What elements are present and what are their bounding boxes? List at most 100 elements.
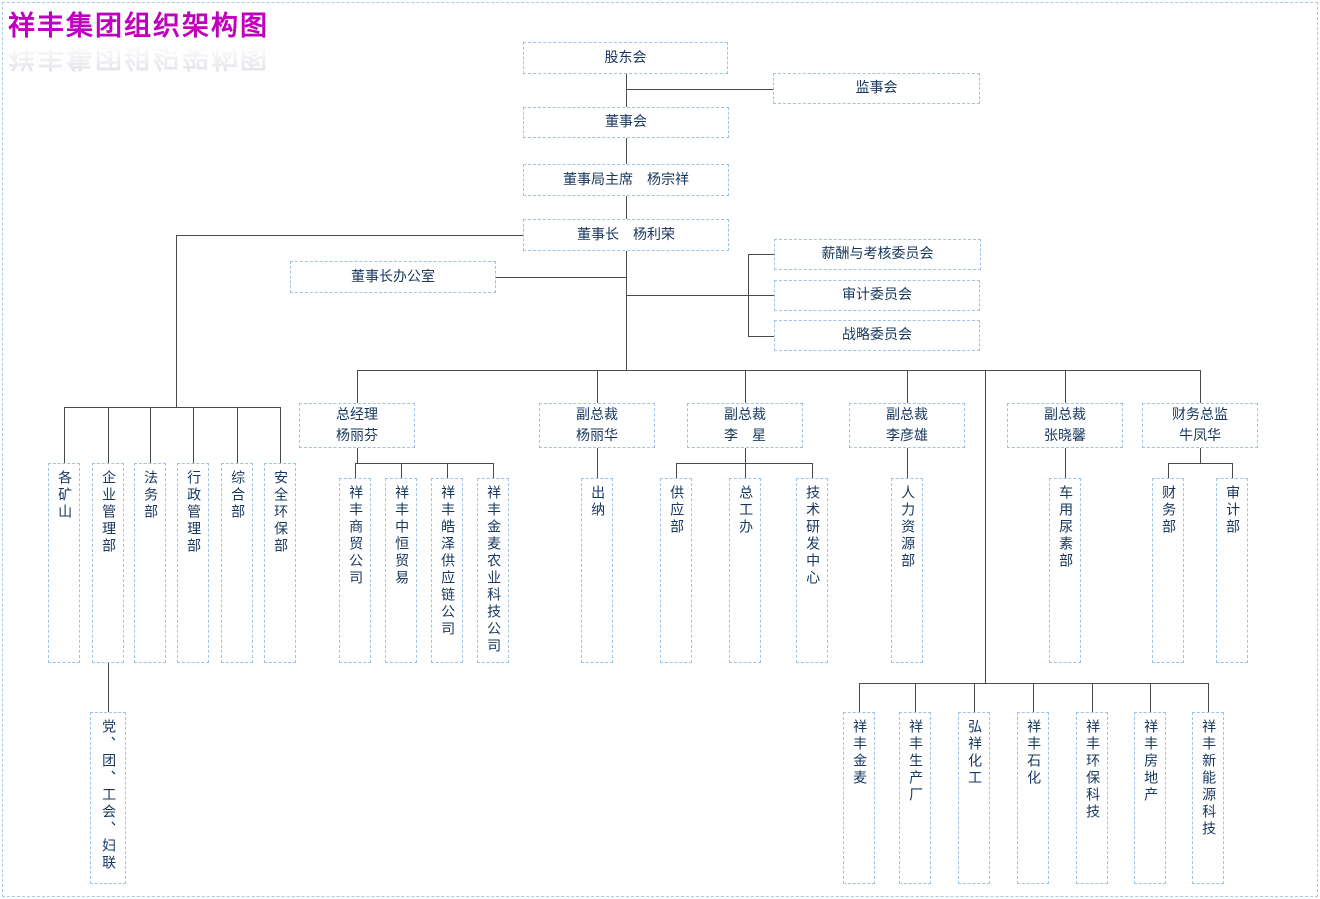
connector-line — [150, 407, 151, 463]
vbox-label: 各矿山 — [56, 470, 73, 521]
node-supervisory-board: 监事会 — [773, 73, 980, 104]
vbox-label: 祥丰石化 — [1025, 719, 1042, 787]
vbox-label: 法务部 — [142, 470, 159, 521]
vbox-label: 人力资源部 — [899, 485, 916, 570]
node-company-shangmao: 祥丰商贸公司 — [339, 478, 371, 663]
connector-line — [357, 370, 358, 403]
vbox-label: 安全环保部 — [272, 470, 289, 555]
node-company-jinmai-agri: 祥丰金麦农业科技公司 — [477, 478, 509, 663]
vbox-label: 审计部 — [1224, 485, 1241, 536]
connector-line — [626, 74, 627, 107]
node-chairman-office: 董事长办公室 — [290, 261, 496, 293]
connector-line — [626, 196, 627, 219]
vbox-label: 祥丰生产厂 — [907, 719, 924, 804]
exec-name: 张晓馨 — [1044, 427, 1086, 444]
connector-line — [676, 463, 677, 478]
node-dept-legal: 法务部 — [134, 463, 166, 663]
vbox-label: 出纳 — [589, 485, 606, 519]
connector-line — [812, 463, 813, 478]
connector-line — [974, 683, 975, 712]
vbox-label: 祥丰中恒贸易 — [393, 485, 410, 587]
connector-line — [1150, 683, 1151, 712]
node-dept-supply: 供应部 — [660, 478, 692, 663]
node-dept-audit: 审计部 — [1216, 478, 1248, 663]
node-exec-vp-liyanxiong: 副总裁 李彦雄 — [849, 403, 965, 448]
connector-line — [1168, 463, 1169, 478]
exec-name: 牛凤华 — [1179, 427, 1221, 444]
node-board-chairman: 董事局主席 杨宗祥 — [523, 164, 729, 196]
vbox-label: 企业管理部 — [100, 470, 117, 555]
connector-line — [237, 407, 238, 463]
vbox-label: 行政管理部 — [185, 470, 202, 555]
connector-line — [676, 463, 812, 464]
exec-name: 杨丽芬 — [336, 427, 378, 444]
node-committee-strategy: 战略委员会 — [774, 320, 980, 351]
connector-line — [748, 254, 774, 255]
node-exec-vp-zhangxiaoxin: 副总裁 张晓馨 — [1007, 403, 1123, 448]
connector-line — [985, 370, 986, 683]
node-exec-vp-yanglihua: 副总裁 杨丽华 — [539, 403, 655, 448]
vbox-label: 供应部 — [668, 485, 685, 536]
connector-line — [493, 463, 494, 478]
node-exec-cfo: 财务总监 牛凤华 — [1142, 403, 1258, 448]
node-party-org: 党、团、工会、妇联 — [90, 712, 126, 884]
vbox-label: 技术研发中心 — [804, 485, 821, 587]
vbox-label: 车用尿素部 — [1057, 485, 1074, 570]
connector-line — [280, 407, 281, 463]
vbox-label: 财务部 — [1160, 485, 1177, 536]
exec-title: 副总裁 — [576, 406, 618, 423]
connector-line — [1065, 370, 1066, 403]
vbox-label: 祥丰金麦 — [851, 719, 868, 787]
node-company-zhongheng: 祥丰中恒贸易 — [385, 478, 417, 663]
connector-line — [748, 254, 749, 336]
node-dept-safety-env: 安全环保部 — [264, 463, 296, 663]
node-dept-general: 综合部 — [221, 463, 253, 663]
exec-title: 副总裁 — [724, 406, 766, 423]
connector-line — [597, 370, 598, 403]
vbox-label: 祥丰新能源科技 — [1200, 719, 1217, 838]
connector-line — [355, 463, 493, 464]
connector-line — [64, 407, 281, 408]
connector-line — [745, 448, 746, 463]
vbox-label: 总工办 — [737, 485, 754, 536]
connector-line — [597, 448, 598, 478]
node-dept-cashier: 出纳 — [581, 478, 613, 663]
node-sub-shengchanchang: 祥丰生产厂 — [899, 712, 931, 884]
node-sub-xinnengyuan: 祥丰新能源科技 — [1192, 712, 1224, 884]
connector-line — [748, 336, 774, 337]
exec-title: 副总裁 — [1044, 406, 1086, 423]
connector-line — [626, 138, 627, 164]
connector-line — [64, 407, 65, 463]
connector-line — [447, 463, 448, 478]
node-dept-hr: 人力资源部 — [891, 478, 923, 663]
node-dept-chief-engineer: 总工办 — [729, 478, 761, 663]
node-committee-audit: 审计委员会 — [774, 280, 980, 311]
connector-line — [496, 277, 626, 278]
connector-line — [1065, 448, 1066, 478]
connector-line — [1208, 683, 1209, 712]
connector-line — [626, 251, 627, 370]
vbox-label: 祥丰房地产 — [1142, 719, 1159, 804]
node-dept-admin-mgmt: 行政管理部 — [177, 463, 209, 663]
vbox-label: 祥丰环保科技 — [1084, 719, 1101, 821]
connector-line — [1232, 463, 1233, 478]
connector-line — [907, 448, 908, 478]
connector-line — [745, 370, 746, 403]
exec-name: 李彦雄 — [886, 427, 928, 444]
connector-line — [108, 663, 109, 712]
connector-line — [401, 463, 402, 478]
node-shareholders: 股东会 — [523, 42, 728, 74]
vbox-label: 祥丰金麦农业科技公司 — [485, 485, 502, 655]
connector-line — [357, 370, 1200, 371]
connector-line — [859, 683, 860, 712]
connector-line — [193, 407, 194, 463]
connector-line — [907, 370, 908, 403]
vbox-label: 党、团、工会、妇联 — [100, 719, 117, 872]
connector-line — [176, 235, 177, 407]
node-exec-vp-lixing: 副总裁 李 星 — [687, 403, 803, 448]
vbox-label: 弘祥化工 — [966, 719, 983, 787]
connector-line — [1033, 683, 1034, 712]
page-title: 祥丰集团组织架构图 — [8, 11, 269, 42]
connector-line — [355, 463, 356, 478]
